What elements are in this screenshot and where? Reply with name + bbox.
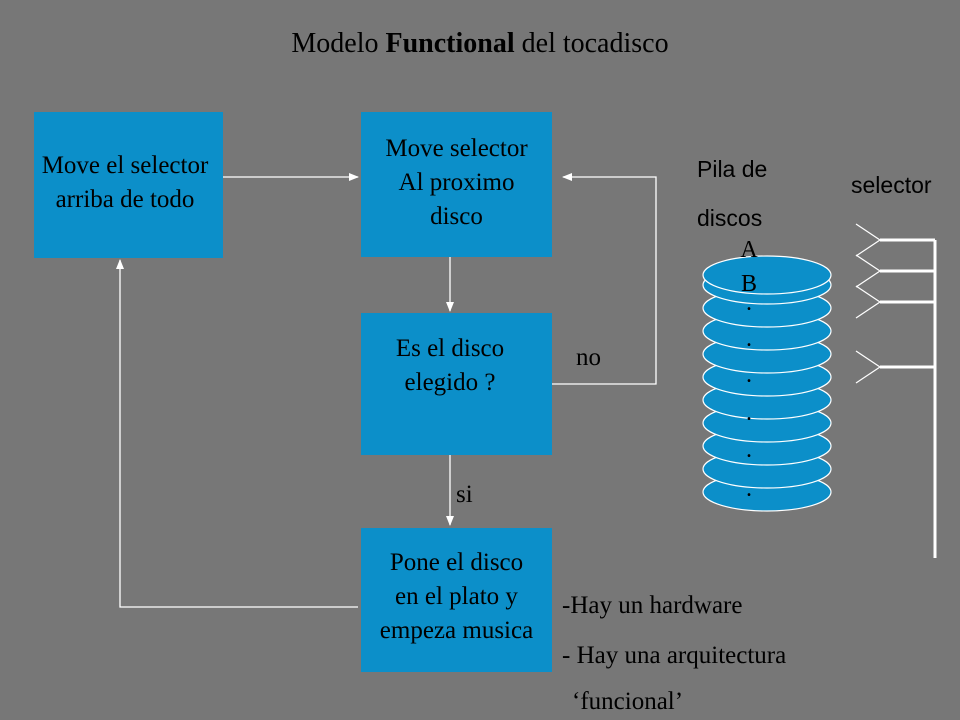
step-play-disc-label: Pone el disco en el plato y empeza music… [379, 549, 534, 644]
step-move-next-label: Move selector Al proximo disco [385, 135, 528, 230]
stack-label-line1: Pila de [697, 156, 768, 182]
step-move-next [361, 112, 552, 257]
disc-stack [702, 255, 832, 512]
note-hardware: -Hay un hardware [562, 592, 743, 619]
step-play-disc [361, 528, 552, 672]
arrow-no-loop [552, 173, 657, 385]
disc-letter: A [740, 237, 758, 263]
edge-label-si: si [456, 481, 473, 508]
note-architecture: - Hay una arquitectura [562, 642, 787, 669]
step-move-to-top-label: Move el selector arriba de todo [41, 152, 209, 213]
arrow-play-to-top [116, 259, 358, 608]
disc-letter: . [746, 437, 752, 463]
diagram-title: Modelo Functional del tocadisco [291, 28, 669, 59]
disc-letter: . [746, 362, 752, 388]
selector-mechanism [855, 223, 937, 558]
edge-label-no: no [576, 344, 601, 371]
disc-letter: . [746, 476, 752, 502]
disc-letter: . [746, 326, 752, 352]
stack-label-line2: discos [697, 205, 763, 231]
note-functional: ‘funcional’ [572, 688, 684, 715]
disc-letter: . [746, 400, 752, 426]
disc-letter: B [740, 271, 757, 297]
disc-letter: . [746, 290, 752, 316]
disc [702, 255, 832, 295]
selector-label: selector [851, 172, 932, 198]
step-check-disc [361, 313, 552, 455]
step-move-to-top [34, 112, 223, 258]
step-check-disc-label: Es el disco elegido ? [395, 335, 505, 396]
